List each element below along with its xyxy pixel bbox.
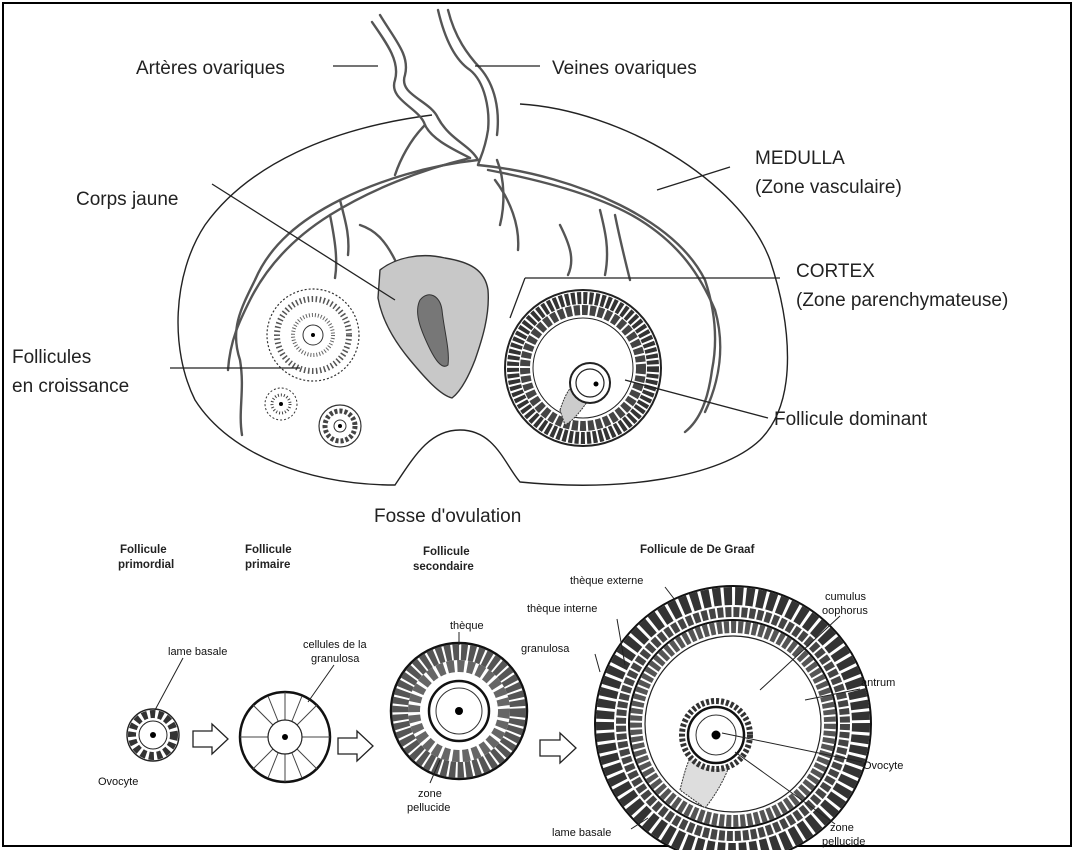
label-cumulus-b: oophorus bbox=[822, 605, 868, 617]
label-veines: Veines ovariques bbox=[552, 58, 697, 79]
label-theque-externe: thèque externe bbox=[570, 575, 643, 587]
label-cellules-b: granulosa bbox=[311, 653, 360, 665]
label-lame-basale-2: lame basale bbox=[552, 827, 611, 839]
label-cortex: CORTEX bbox=[796, 261, 875, 282]
label-theque-interne: thèque interne bbox=[527, 603, 597, 615]
label-zone-pellucide-a: zone bbox=[418, 788, 442, 800]
label-corps-jaune: Corps jaune bbox=[76, 189, 178, 210]
primordial-follicle bbox=[127, 709, 179, 761]
label-follicule-dominant: Follicule dominant bbox=[774, 409, 928, 430]
corpus-luteum bbox=[378, 256, 488, 398]
stage2-title-b: primaire bbox=[245, 559, 290, 571]
label-fosse-ovulation: Fosse d'ovulation bbox=[374, 506, 521, 527]
label-medulla-sub: (Zone vasculaire) bbox=[755, 177, 902, 198]
label-ovocyte-right: Ovocyte bbox=[863, 760, 903, 772]
label-zone-pellucide2-b: pellucide bbox=[822, 836, 865, 848]
secondary-follicle bbox=[391, 643, 527, 779]
label-ovocyte-left: Ovocyte bbox=[98, 776, 138, 788]
label-arteres: Artères ovariques bbox=[136, 58, 285, 79]
label-cellules-a: cellules de la bbox=[303, 639, 367, 651]
top-leader-lines bbox=[170, 66, 780, 418]
stage3-title-a: Follicule bbox=[423, 546, 470, 558]
dominant-follicle bbox=[505, 290, 661, 446]
label-zone-pellucide-b: pellucide bbox=[407, 802, 450, 814]
label-cortex-sub: (Zone parenchymateuse) bbox=[796, 290, 1008, 311]
stage2-title-a: Follicule bbox=[245, 544, 292, 556]
label-antrum: antrum bbox=[861, 677, 895, 689]
primary-follicle bbox=[240, 692, 330, 782]
label-zone-pellucide2-a: zone bbox=[830, 822, 854, 834]
stage4-title: Follicule de De Graaf bbox=[640, 544, 755, 556]
label-follicules-2: en croissance bbox=[12, 376, 129, 397]
stage3-title-b: secondaire bbox=[413, 561, 474, 573]
stage1-title-b: primordial bbox=[118, 559, 174, 571]
stage1-title-a: Follicule bbox=[120, 544, 167, 556]
label-granulosa: granulosa bbox=[521, 643, 570, 655]
label-lame-basale: lame basale bbox=[168, 646, 227, 658]
label-medulla: MEDULLA bbox=[755, 148, 845, 169]
label-cumulus-a: cumulus bbox=[825, 591, 866, 603]
label-theque: thèque bbox=[450, 620, 484, 632]
label-follicules-1: Follicules bbox=[12, 347, 91, 368]
